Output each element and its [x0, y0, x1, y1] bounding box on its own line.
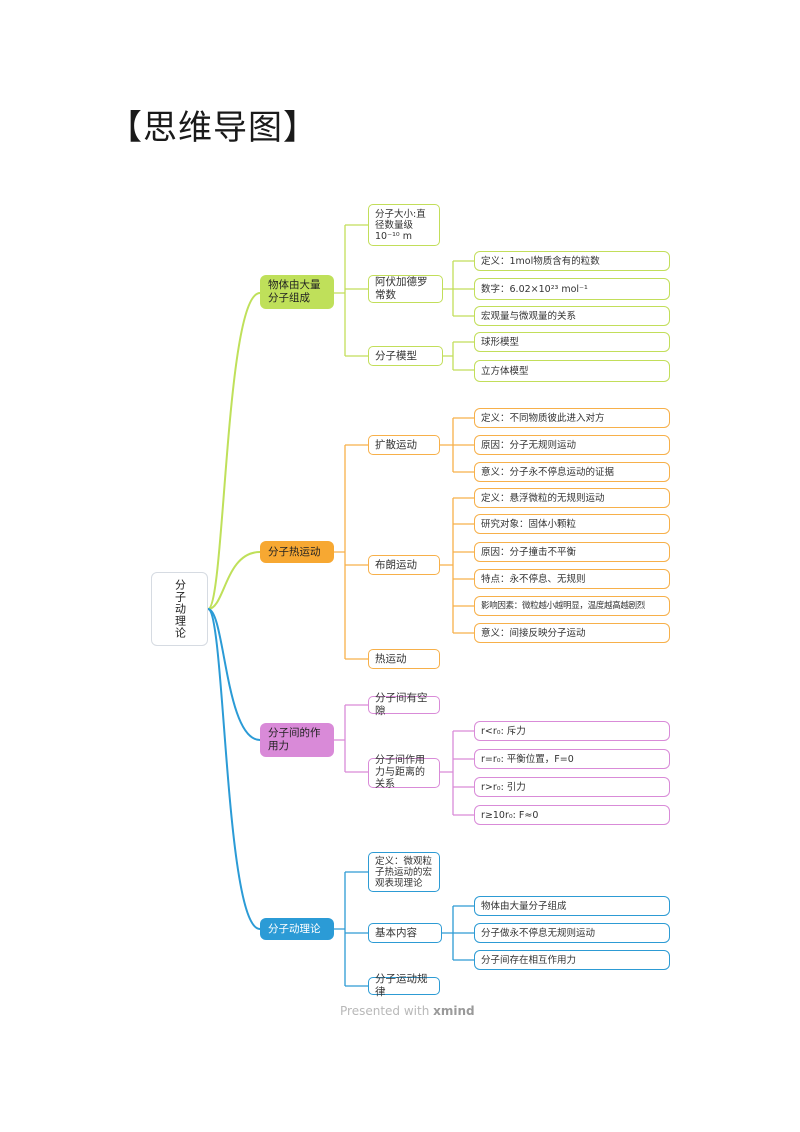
- b3-force-leaf-3[interactable]: r≥10r₀: F≈0: [474, 805, 670, 825]
- connector-b3: [334, 704, 474, 816]
- b4-basic[interactable]: 基本内容: [368, 923, 442, 943]
- connector-root-b2: [207, 551, 261, 610]
- branch-b1-label: 物体由大量分子组成: [268, 279, 321, 304]
- branch-b4[interactable]: 分子动理论: [260, 918, 334, 940]
- connector-root-b3: [207, 608, 261, 741]
- b2-brownian[interactable]: 布朗运动: [368, 555, 440, 575]
- b2-diffusion-leaf-1[interactable]: 原因：分子无规则运动: [474, 435, 670, 455]
- b4-law[interactable]: 分子运动规律: [368, 973, 440, 998]
- b1-avogadro[interactable]: 阿伏加德罗常数: [368, 275, 443, 303]
- b2-diffusion[interactable]: 扩散运动: [368, 435, 440, 455]
- connector-b2: [334, 417, 474, 660]
- b3-force-leaf-2[interactable]: r>r₀: 引力: [474, 777, 670, 797]
- connector-b1: [334, 224, 474, 371]
- branch-b3-label: 分子间的作用力: [268, 727, 321, 752]
- watermark-text: Presented with: [340, 1004, 434, 1018]
- b3-force-leaf-0[interactable]: r<r₀: 斥力: [474, 721, 670, 741]
- branch-b4-label: 分子动理论: [268, 922, 321, 935]
- b2-brownian-leaf-0[interactable]: 定义：悬浮微粒的无规则运动: [474, 488, 670, 508]
- b1-avogadro-leaf-2[interactable]: 宏观量与微观量的关系: [474, 306, 670, 326]
- b1-avogadro-leaf-1[interactable]: 数字：6.02×10²³ mol⁻¹: [474, 278, 670, 300]
- b1-model-leaf-0[interactable]: 球形模型: [474, 332, 670, 352]
- b1-avogadro-leaf-0[interactable]: 定义：1mol物质含有的粒数: [474, 251, 670, 271]
- b2-diffusion-leaf-2[interactable]: 意义：分子永不停息运动的证据: [474, 462, 670, 482]
- b4-basic-leaf-2[interactable]: 分子间存在相互作用力: [474, 950, 670, 970]
- b2-brownian-leaf-2[interactable]: 原因：分子撞击不平衡: [474, 542, 670, 562]
- b4-basic-leaf-0[interactable]: 物体由大量分子组成: [474, 896, 670, 916]
- branch-b2-label: 分子热运动: [268, 545, 321, 558]
- b3-gap[interactable]: 分子间有空隙: [368, 692, 440, 717]
- b2-diffusion-leaf-0[interactable]: 定义：不同物质彼此进入对方: [474, 408, 670, 428]
- root-node[interactable]: 分子动理论: [151, 572, 208, 646]
- connector-root-b1: [207, 292, 261, 610]
- branch-b3[interactable]: 分子间的作用力: [260, 723, 334, 757]
- connector-b4: [334, 871, 474, 987]
- connector-root-b4: [207, 608, 261, 930]
- b2-brownian-leaf-5[interactable]: 意义：间接反映分子运动: [474, 623, 670, 643]
- b2-brownian-leaf-3[interactable]: 特点：永不停息、无规则: [474, 569, 670, 589]
- b1-size[interactable]: 分子大小:直径数量级10⁻¹⁰ m: [368, 204, 440, 246]
- branch-b2[interactable]: 分子热运动: [260, 541, 334, 563]
- watermark-brand: xmind: [433, 1004, 475, 1018]
- branch-b1[interactable]: 物体由大量分子组成: [260, 275, 334, 309]
- b4-def[interactable]: 定义：微观粒子热运动的宏观表现理论: [368, 852, 440, 892]
- page-title: 【思维导图】: [108, 108, 318, 148]
- b2-brownian-leaf-4[interactable]: 影响因素：微粒越小越明显，温度越高越剧烈: [474, 596, 670, 616]
- b1-model[interactable]: 分子模型: [368, 346, 443, 366]
- b3-force[interactable]: 分子间作用力与距离的关系: [368, 755, 440, 790]
- b4-basic-leaf-1[interactable]: 分子做永不停息无规则运动: [474, 923, 670, 943]
- b2-thermal[interactable]: 热运动: [368, 649, 440, 669]
- b1-model-leaf-1[interactable]: 立方体模型: [474, 360, 670, 382]
- b3-force-leaf-1[interactable]: r=r₀: 平衡位置，F=0: [474, 749, 670, 769]
- b2-brownian-leaf-1[interactable]: 研究对象：固体小颗粒: [474, 514, 670, 534]
- watermark: Presented with xmind: [340, 1004, 475, 1018]
